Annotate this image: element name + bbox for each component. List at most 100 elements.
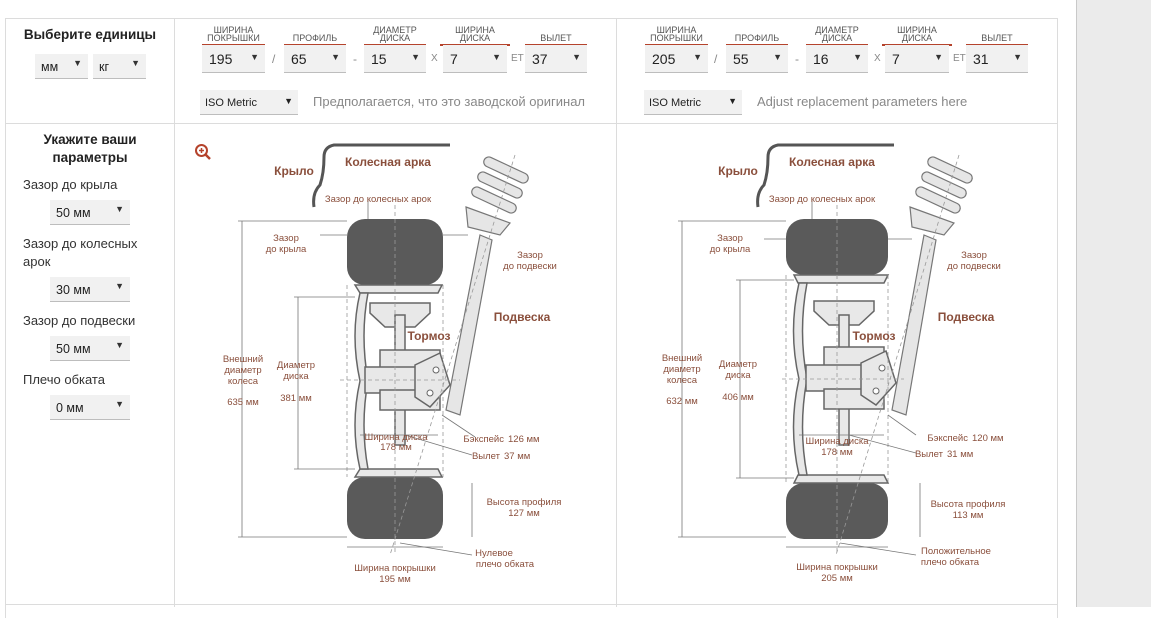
original-standard-value: ISO Metric [205,97,257,109]
separator-et: ET [953,53,966,64]
replacement-standard-select[interactable]: ISO Metric▼ [644,90,742,115]
separator-dash: - [353,52,357,66]
separator-et: ET [511,53,524,64]
rim-width-text: Ширина диска [805,436,869,447]
outer-diameter-text: диаметр [663,364,700,375]
outer-diameter-value: 632 мм [666,396,698,407]
rim-diameter-text: диска [725,370,751,381]
suspension-gap-text: Зазор [961,250,987,261]
header-rim-width: Ширина диска [440,24,510,46]
separator-x: X [431,53,438,64]
original-offset-value: 37 [532,51,548,67]
params-title: Укажите ваши параметры [43,132,137,165]
backspace-value: 120 мм [972,433,1004,444]
fender-label: Крыло [274,164,314,178]
fender-gap-value: 50 мм [56,206,91,220]
header-offset: Вылет [525,24,587,46]
suspension-gap-value: 50 мм [56,342,91,356]
chevron-down-icon: ▼ [284,96,293,106]
scrub-text: Нулевое [475,548,513,559]
scrub-text: Положительное [921,546,991,557]
chevron-down-icon: ▼ [115,340,124,350]
original-profile-select[interactable]: 65▼ [284,45,346,73]
chevron-down-icon: ▼ [934,52,943,62]
header-profile: Профиль [284,24,346,46]
arch-label: Колесная арка [789,155,875,169]
tire-width-value: 205 мм [821,573,853,584]
chevron-down-icon: ▼ [728,96,737,106]
original-width-value: 195 [209,51,233,67]
chevron-down-icon: ▼ [73,58,82,68]
chevron-down-icon: ▼ [1013,52,1022,62]
suspension-gap-text: до подвески [503,261,557,272]
chevron-down-icon: ▼ [115,204,124,214]
wheel-diagram-art [238,143,529,556]
separator-x: X [874,53,881,64]
replacement-diameter-select[interactable]: 16▼ [806,45,868,73]
rim-width-value: 178 мм [380,442,412,453]
replacement-rim-width-select[interactable]: 7▼ [885,45,949,73]
replacement-profile-select[interactable]: 55▼ [726,45,788,73]
chevron-down-icon: ▼ [411,52,420,62]
header-width: Ширина покрышки [202,24,265,46]
suspension-gap-text: Зазор [517,250,543,261]
suspension-gap-select[interactable]: 50 мм ▼ [50,336,130,361]
original-diameter-select[interactable]: 15▼ [364,45,426,73]
fender-label: Крыло [718,164,758,178]
outer-diameter-text: Внешний [662,353,702,364]
rim-diameter-text: Диаметр [277,360,315,371]
scrub-radius-label: Плечо обката [23,372,105,387]
chevron-down-icon: ▼ [693,52,702,62]
zoom-in-icon[interactable] [194,143,212,161]
outer-diameter-text: колеса [667,375,698,386]
header-diameter: Диаметр диска [806,24,868,46]
replacement-diameter-value: 16 [813,51,829,67]
rim-diameter-value: 381 мм [280,393,312,404]
original-offset-select[interactable]: 37▼ [525,45,587,73]
original-rim-width-select[interactable]: 7▼ [443,45,507,73]
scrub-text: плечо обката [476,559,535,570]
original-rim-width-value: 7 [450,51,458,67]
arch-gap-select[interactable]: 30 мм▼ [50,277,130,302]
chevron-down-icon: ▼ [131,58,140,68]
rim-diameter-value: 406 мм [722,392,754,403]
scrub-radius-value: 0 мм [56,401,84,415]
fender-gap-text: до крыла [710,244,751,255]
outer-diameter-text: Внешний [223,354,263,365]
scrub-radius-select[interactable]: 0 мм▼ [50,395,130,420]
wheel-diagram-art [678,143,973,556]
offset-text: Вылет [915,449,944,460]
outer-diameter-text: диаметр [224,365,261,376]
header-offset: Вылет [966,24,1028,46]
tire-width-text: Ширина покрышки [354,563,436,574]
rim-width-text: Ширина диска [364,432,428,443]
rim-diameter-text: Диаметр [719,359,757,370]
replacement-wheel-diagram: Крыло Колесная арка Зазор до колесных ар… [662,143,1006,584]
backspace-text: Бэкспейс [927,433,968,444]
sidewall-text: Высота профиля [931,499,1006,510]
arch-label: Колесная арка [345,155,431,169]
fender-gap-text: Зазор [273,233,299,244]
chevron-down-icon: ▼ [331,52,340,62]
mass-unit-select[interactable]: кг▼ [93,54,146,79]
offset-value: 31 мм [947,449,973,460]
original-note: Предполагается, что это заводской оригин… [313,94,586,109]
chevron-down-icon: ▼ [115,281,124,291]
fender-gap-select[interactable]: 50 мм ▼ [50,200,130,225]
replacement-width-select[interactable]: 205▼ [645,45,708,73]
offset-value: 37 мм [504,451,530,462]
original-width-select[interactable]: 195▼ [202,45,265,73]
fender-gap-label: Зазор до крыла [23,177,118,192]
backspace-text: Бэкспейс [463,434,504,445]
replacement-offset-select[interactable]: 31▼ [966,45,1028,73]
original-wheel-diagram: Крыло Колесная арка Зазор до колесных ар… [223,143,561,585]
chevron-down-icon: ▼ [492,52,501,62]
original-standard-select[interactable]: ISO Metric ▼ [200,90,298,115]
divider [174,18,175,607]
length-unit-select[interactable]: мм▼ [35,54,88,79]
chevron-down-icon: ▼ [773,52,782,62]
units-title: Выберите единицы [23,27,157,42]
arch-gap-text: Зазор до колесных арок [769,194,876,205]
header-width: Ширина покрышки [645,24,708,46]
divider [5,604,1058,605]
